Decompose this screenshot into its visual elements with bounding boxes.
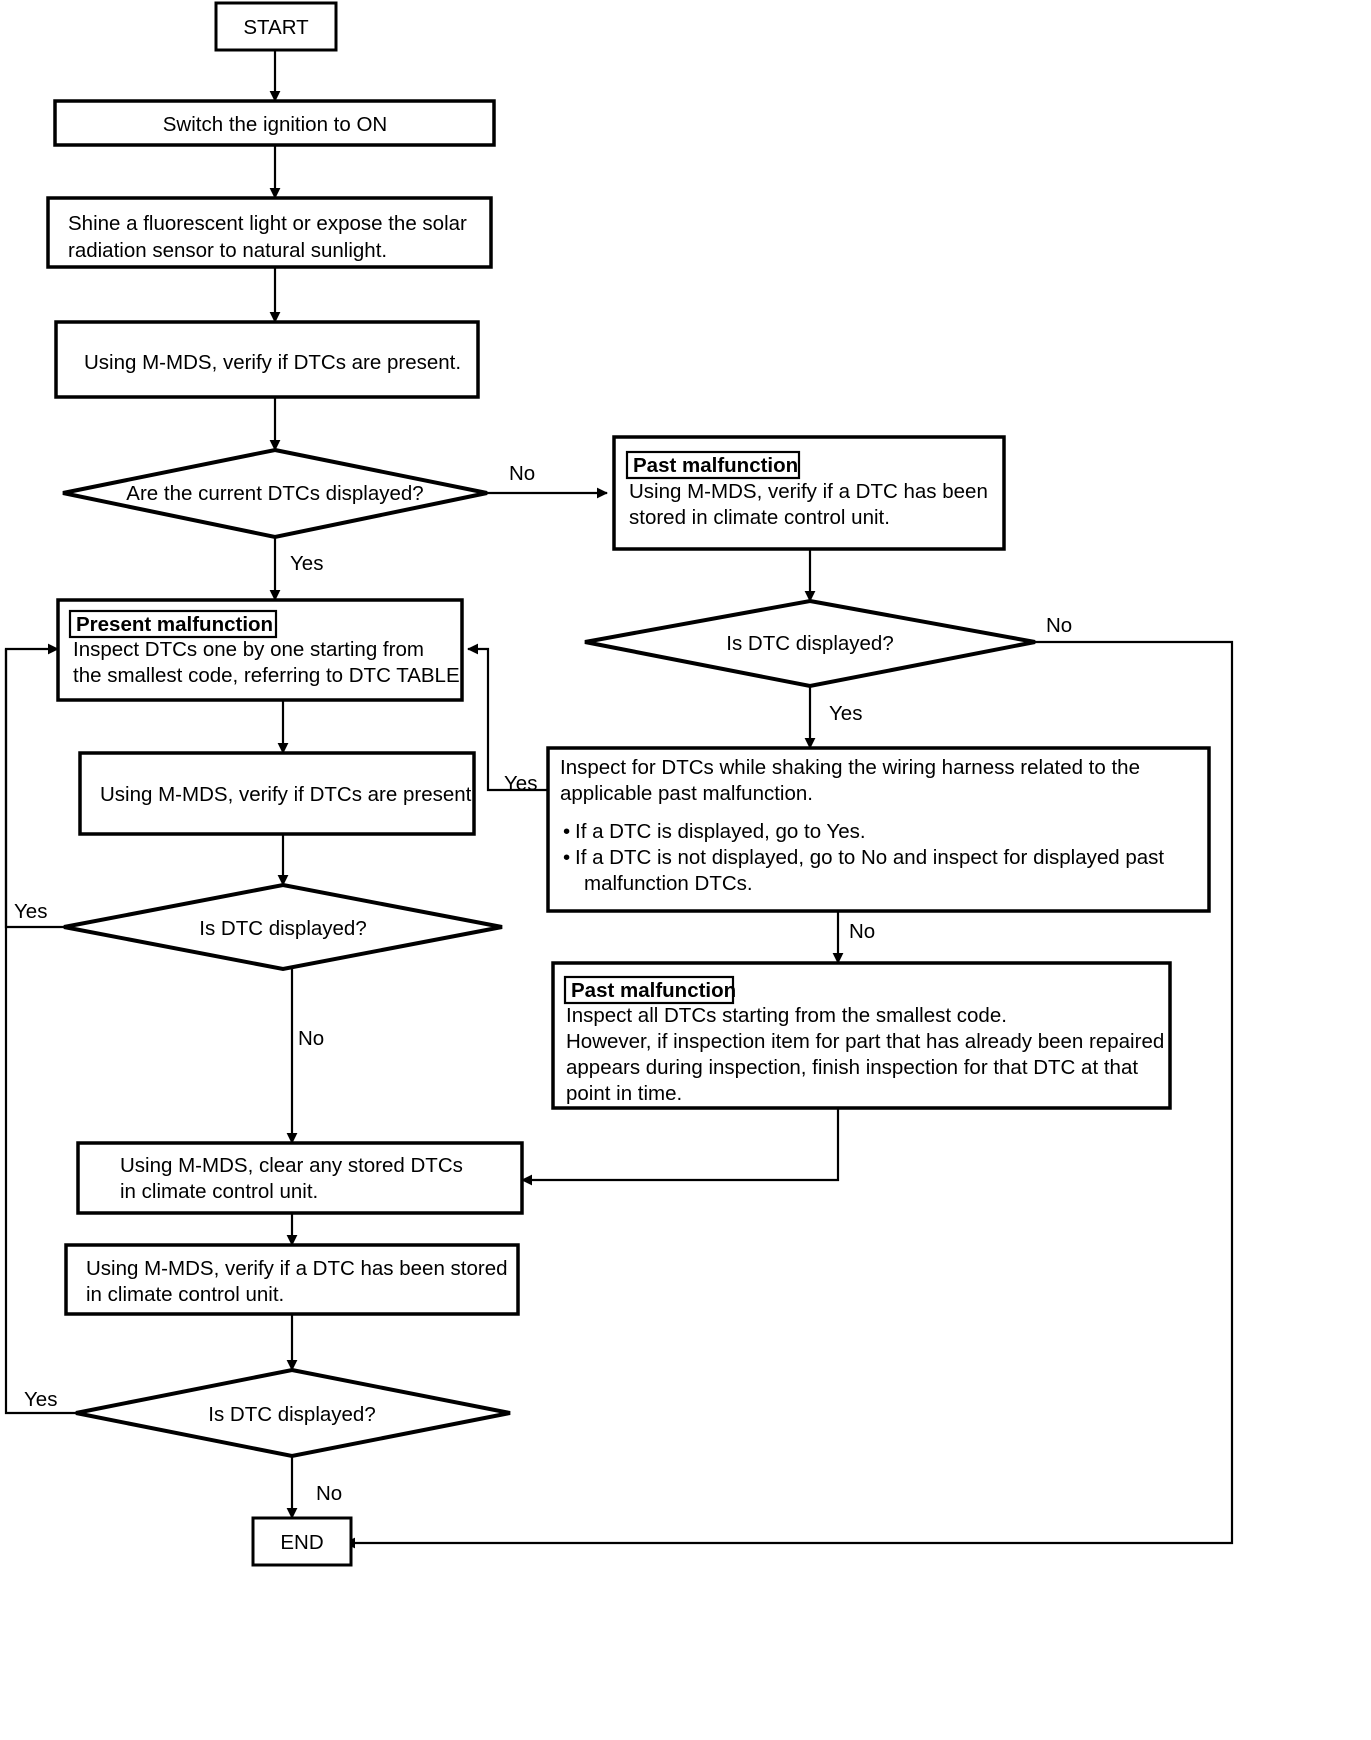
node-past-malfunction-bottom-line3: appears during inspection, finish inspec… — [566, 1056, 1138, 1079]
node-decision-dtc-right: Is DTC displayed? — [584, 598, 1036, 689]
node-shake-harness: Inspect for DTCs while shaking the wirin… — [546, 746, 1211, 913]
node-switch-ignition-line1: Switch the ignition to ON — [163, 113, 387, 136]
edge-label-right-dtc-no: No — [1046, 614, 1072, 637]
edge-final-yes-rail — [4, 649, 76, 1415]
node-verify-stored: Using M-MDS, verify if a DTC has been st… — [64, 1243, 520, 1316]
node-decision-dtc-left: Is DTC displayed? — [63, 882, 503, 972]
edge-left-yes-to-present — [4, 643, 64, 929]
node-decision-current-dtcs-label: Are the current DTCs displayed? — [126, 482, 423, 505]
node-decision-dtc-left-label: Is DTC displayed? — [199, 917, 366, 940]
node-present-malfunction-line1: Inspect DTCs one by one starting from — [73, 638, 424, 661]
node-past-malfunction-top: Past malfunction Using M-MDS, verify if … — [612, 435, 1006, 551]
edge-past-bottom-to-clear — [521, 1108, 840, 1186]
node-past-malfunction-top-tag: Past malfunction — [633, 454, 798, 477]
edge-label-current-yes: Yes — [290, 552, 323, 575]
node-shake-harness-bullet-2-line1: If a DTC is not displayed, go to No and … — [575, 846, 1164, 869]
node-verify-dtcs-present-2: Using M-MDS, verify if DTCs are present. — [78, 751, 477, 836]
node-past-malfunction-top-line1: Using M-MDS, verify if a DTC has been — [629, 480, 988, 503]
edge-label-right-dtc-yes: Yes — [829, 702, 862, 725]
node-clear-dtcs: Using M-MDS, clear any stored DTCs in cl… — [76, 1141, 524, 1215]
node-past-malfunction-bottom-line4: point in time. — [566, 1082, 682, 1105]
node-shake-harness-bullet-2-line2: malfunction DTCs. — [584, 872, 753, 895]
node-decision-dtc-right-label: Is DTC displayed? — [726, 632, 893, 655]
node-shine-light-line2: radiation sensor to natural sunlight. — [68, 239, 387, 262]
node-verify-dtcs-present-1-line1: Using M-MDS, verify if DTCs are present. — [84, 351, 461, 374]
node-verify-stored-line2: in climate control unit. — [86, 1283, 284, 1306]
node-verify-dtcs-present-2-line1: Using M-MDS, verify if DTCs are present. — [100, 783, 477, 806]
node-shake-harness-line2: applicable past malfunction. — [560, 782, 813, 805]
node-past-malfunction-top-line2: stored in climate control unit. — [629, 506, 890, 529]
node-decision-dtc-final-label: Is DTC displayed? — [208, 1403, 375, 1426]
node-past-malfunction-bottom: Past malfunction Inspect all DTCs starti… — [551, 961, 1172, 1110]
node-shine-light-line1: Shine a fluorescent light or expose the … — [68, 212, 467, 235]
edge-label-final-no: No — [316, 1482, 342, 1505]
edge-right-no-to-end — [344, 640, 1234, 1549]
bullet-glyph-2: • — [563, 846, 570, 869]
node-decision-current-dtcs: Are the current DTCs displayed? — [62, 447, 488, 540]
node-shake-harness-line1: Inspect for DTCs while shaking the wirin… — [560, 756, 1140, 779]
node-start-label: START — [243, 16, 309, 39]
node-present-malfunction-line2: the smallest code, referring to DTC TABL… — [73, 664, 465, 687]
edge-label-final-yes: Yes — [24, 1388, 57, 1411]
node-clear-dtcs-line2: in climate control unit. — [120, 1180, 318, 1203]
edge-label-left-dtc-no: No — [298, 1027, 324, 1050]
node-shake-harness-bullet-1-line1: If a DTC is displayed, go to Yes. — [575, 820, 866, 843]
node-verify-dtcs-present-1: Using M-MDS, verify if DTCs are present. — [54, 320, 480, 399]
bullet-glyph-1: • — [563, 820, 570, 843]
node-end-label: END — [280, 1531, 323, 1554]
node-clear-dtcs-line1: Using M-MDS, clear any stored DTCs — [120, 1154, 463, 1177]
node-past-malfunction-bottom-line1: Inspect all DTCs starting from the small… — [566, 1004, 1007, 1027]
edge-label-shake-no: No — [849, 920, 875, 943]
node-switch-ignition: Switch the ignition to ON — [53, 99, 496, 147]
edge-label-left-dtc-yes: Yes — [14, 900, 47, 923]
node-start: START — [214, 1, 338, 52]
edge-shake-yes-to-present — [467, 643, 548, 792]
node-present-malfunction-tag: Present malfunction — [76, 613, 273, 636]
node-present-malfunction: Present malfunction Inspect DTCs one by … — [56, 598, 465, 702]
node-past-malfunction-bottom-tag: Past malfunction — [571, 979, 736, 1002]
edge-label-current-no: No — [509, 462, 535, 485]
edge-label-shake-yes: Yes — [504, 772, 537, 795]
node-decision-dtc-final: Is DTC displayed? — [75, 1367, 511, 1459]
node-verify-stored-line1: Using M-MDS, verify if a DTC has been st… — [86, 1257, 508, 1280]
node-past-malfunction-bottom-line2: However, if inspection item for part tha… — [566, 1030, 1164, 1053]
node-end: END — [251, 1516, 353, 1567]
node-shine-light: Shine a fluorescent light or expose the … — [46, 196, 493, 269]
